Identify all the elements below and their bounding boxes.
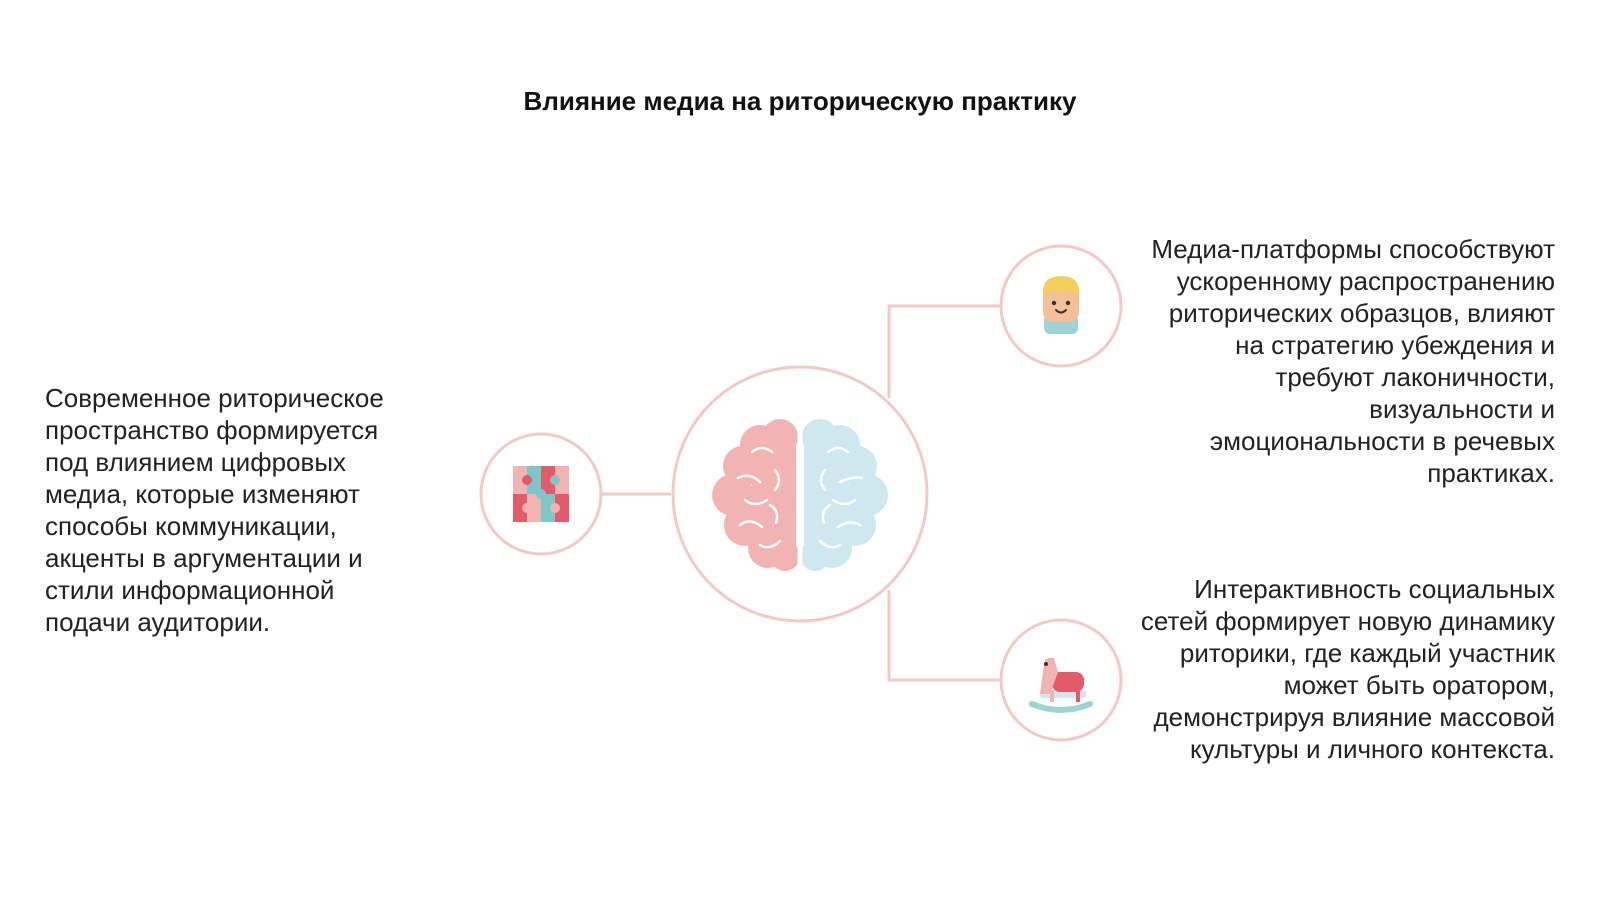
text-right-top: Медиа-платформы способствуют ускоренному… (1151, 234, 1555, 488)
text-left: Современное риторическое пространство фо… (45, 383, 384, 637)
bottom-right-node (999, 618, 1123, 742)
text-right-bottom: Интерактивность социальных сетей формиру… (1140, 574, 1555, 764)
connector-top-right (887, 304, 1000, 398)
connector-bottom-right (887, 590, 1000, 682)
puzzle-icon (513, 466, 569, 522)
child-face-icon (1042, 276, 1080, 334)
center-node (671, 365, 929, 623)
page-title: Влияние медиа на риторическую практику (523, 86, 1077, 116)
top-right-node (999, 244, 1123, 368)
rocking-horse-icon (1029, 657, 1093, 713)
left-node (479, 432, 603, 556)
connectors (601, 304, 1000, 682)
brain-icon (712, 418, 888, 572)
